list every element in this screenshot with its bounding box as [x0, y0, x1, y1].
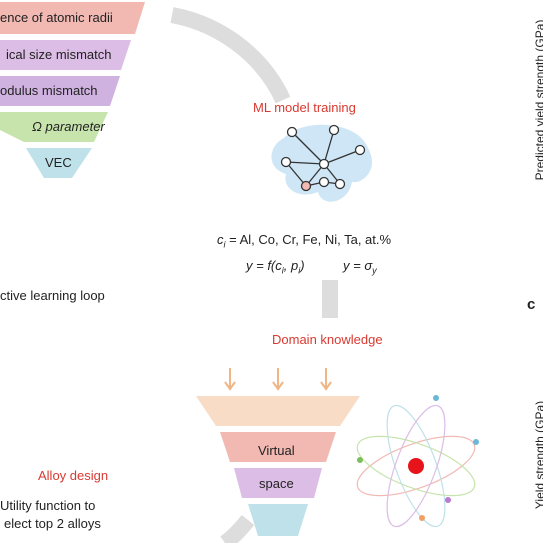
funnel-label-2: ical size mismatch	[6, 47, 112, 62]
brain-network-icon	[271, 124, 372, 202]
funnel-band-2	[0, 40, 131, 70]
active-learning-loop-label: ctive learning loop	[0, 288, 105, 303]
funnel-band-4	[0, 112, 108, 142]
virtual-label: Virtual	[258, 443, 295, 458]
alloy-design-line-1: Utility function to	[0, 498, 96, 513]
atom-icon	[356, 395, 479, 528]
virtual-space-funnel	[196, 396, 360, 536]
ml-training-title: ML model training	[253, 100, 356, 115]
domain-knowledge-title: Domain knowledge	[272, 332, 383, 347]
funnel-band-3	[0, 76, 120, 106]
equation-target: y = σy	[343, 258, 377, 276]
domain-arrows	[224, 368, 332, 391]
alloy-design-line-2: elect top 2 alloys	[4, 516, 101, 531]
space-label: space	[259, 476, 294, 491]
predicted-yield-axis-label: Predicted yield strength (GPa)	[533, 19, 543, 181]
yield-axis-label: Yield strength (GPa)	[533, 400, 543, 510]
panel-letter-c: c	[527, 296, 536, 313]
equation-model: y = f(ci, pi)	[246, 258, 305, 276]
alloy-design-title: Alloy design	[38, 468, 109, 483]
feature-funnel	[0, 2, 145, 178]
funnel-band-1	[0, 2, 145, 34]
funnel-label-3: odulus mismatch	[0, 83, 98, 98]
funnel-label-4: Ω parameter	[32, 119, 105, 134]
composition-line: ci = Al, Co, Cr, Fe, Ni, Ta, at.%	[217, 232, 392, 250]
funnel-label-1: ence of atomic radii	[0, 10, 113, 25]
funnel-band-5	[26, 148, 92, 178]
funnel-label-5: VEC	[45, 155, 72, 170]
